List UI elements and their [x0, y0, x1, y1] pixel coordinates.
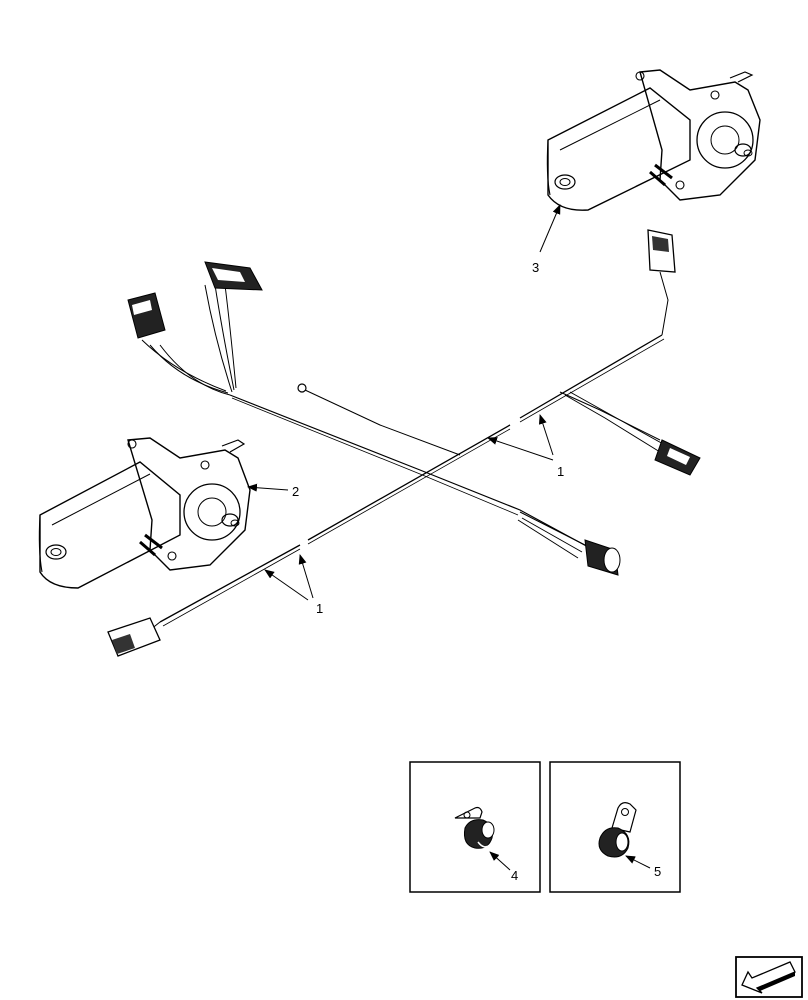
connector-right-middle — [654, 439, 701, 476]
connector-lower-right — [584, 539, 621, 576]
callout-motor-left: 2 — [292, 484, 299, 499]
connector-upper-left-b — [204, 261, 263, 291]
callout-leaders — [247, 204, 561, 601]
inset-clip-small: 4 — [409, 761, 541, 893]
wire-harness — [141, 271, 669, 631]
callout-clip-small: 4 — [511, 868, 518, 883]
motor-right — [546, 69, 761, 211]
inset-clip-large: 5 — [549, 761, 681, 893]
connector-right-top — [647, 229, 676, 273]
callout-clip-large: 5 — [654, 864, 661, 879]
callout-motor-right: 3 — [532, 260, 539, 275]
connector-upper-left-a — [127, 292, 166, 339]
motor-left — [38, 437, 251, 589]
callout-harness-upper: 1 — [557, 464, 564, 479]
arrow-icon[interactable] — [735, 956, 803, 998]
callout-harness-lower: 1 — [316, 601, 323, 616]
connector-lower-left — [107, 617, 161, 657]
